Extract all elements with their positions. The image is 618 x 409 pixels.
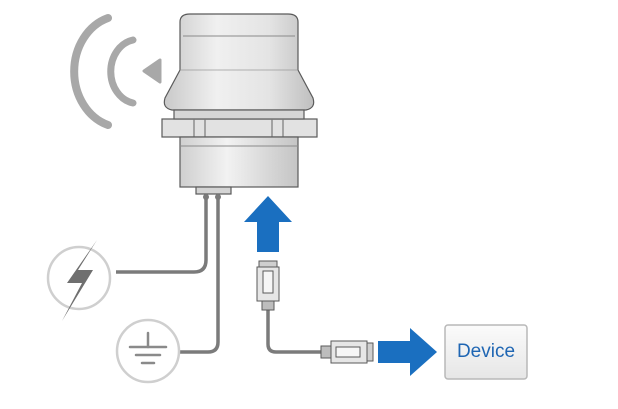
signal-arc-outer	[70, 14, 112, 129]
gateway-cap	[163, 13, 315, 111]
ground-wire	[180, 196, 220, 354]
ground-symbol-icon	[115, 318, 181, 384]
wireless-signal-icon	[70, 14, 162, 129]
gateway-device	[161, 13, 318, 195]
arrow-up-icon	[244, 196, 292, 252]
device-box[interactable]	[444, 324, 528, 380]
power-wire	[116, 196, 208, 274]
ethernet-plug-vertical	[256, 260, 280, 311]
signal-dot	[142, 58, 162, 84]
ethernet-plug-horizontal	[320, 340, 374, 364]
gateway-body	[179, 136, 299, 188]
lightning-bolt-icon	[46, 240, 112, 321]
signal-arc-middle	[107, 36, 137, 107]
ethernet-cable	[266, 310, 322, 354]
gateway-connector	[195, 186, 232, 195]
wires	[116, 196, 322, 354]
arrow-right-icon	[378, 328, 437, 376]
gateway-nut	[161, 118, 318, 138]
